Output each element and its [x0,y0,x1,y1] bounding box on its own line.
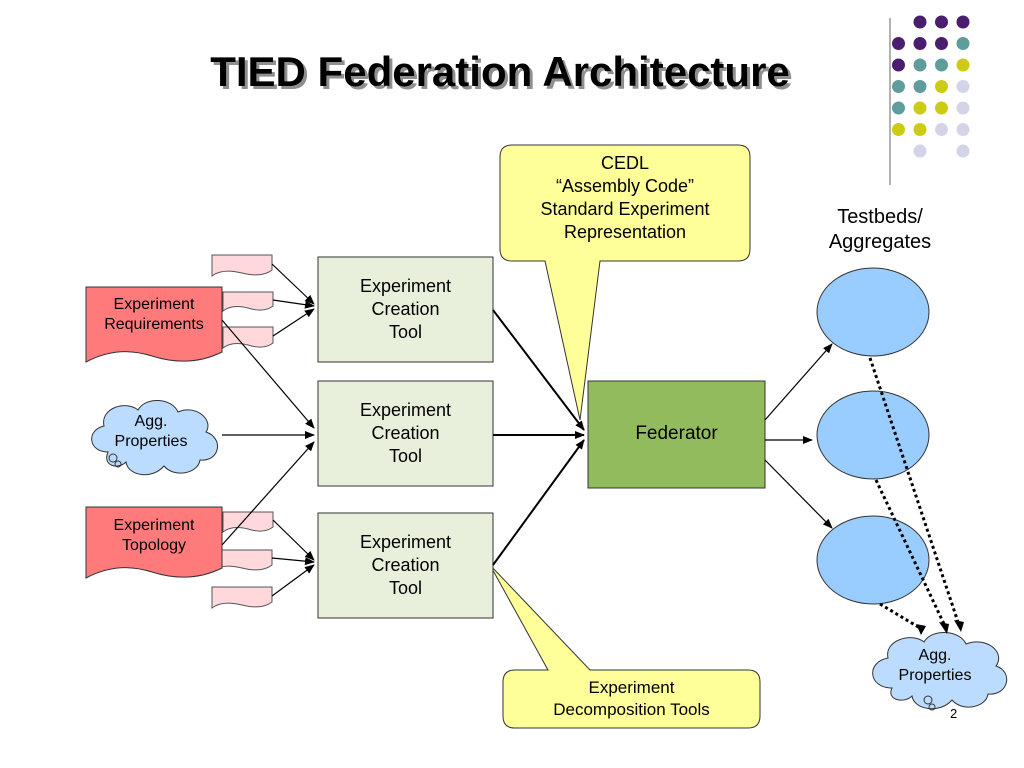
decorative-dot [935,101,948,115]
tool-1-line1: Experiment [359,276,452,296]
decorative-dot [935,58,948,72]
decorative-dot [935,37,948,50]
cedl-line1: CEDL [600,153,649,173]
tool-2-line2: Creation [371,423,440,443]
decorative-dot [892,37,905,50]
tool-2-line3: Tool [388,446,423,466]
slide-number: 2 [950,706,958,721]
experiment-requirements-shape [85,286,223,363]
decorative-dot [892,80,905,93]
testbeds-label: Testbeds/ Aggregates [800,205,960,255]
testbed-to-agg-dotted-arrows [868,357,960,630]
decorative-dot [956,37,970,50]
decorative-dot [935,80,948,93]
creation-tool-label-3: Experiment Creation Tool [318,531,493,600]
creation-tool-box-1 [317,256,494,363]
decorative-dot [956,15,970,29]
experiment-topology-line1: Experiment [113,517,195,534]
decorative-dot [935,15,948,29]
tool-to-federator-arrows [492,309,585,566]
dotted-arrow-heads [916,620,964,635]
tool-3-line2: Creation [371,555,440,575]
cloud-tail-dot [928,703,936,711]
decorative-dot [913,123,927,136]
decorative-dot [892,58,905,72]
slide-title: TIED Federation Architecture [210,48,790,95]
agg-properties-left-label: Agg. Properties [96,412,206,452]
experiment-topology-label: Experiment Topology [86,516,222,556]
experiment-requirements-label: Experiment Requirements [86,295,222,335]
creation-tool-label-2: Experiment Creation Tool [318,399,493,468]
testbed-ellipse-3 [816,515,930,605]
decorative-dot [956,123,970,136]
tool-2-line1: Experiment [359,400,452,420]
federator-box [587,380,766,489]
agg-properties-cloud-right [872,632,1008,710]
testbeds-line1: Testbeds/ [837,206,923,228]
cloud-tail-dot [114,460,122,468]
testbed-ellipse-2 [816,390,930,480]
cedl-callout-text: CEDL “Assembly Code” Standard Experiment… [500,152,750,244]
agg-properties-right-label: Agg. Properties [880,646,990,686]
decorative-dot [913,58,927,72]
decomposition-line1: Experiment [588,678,675,697]
cedl-line3: Standard Experiment [540,199,710,219]
creation-tool-box-2 [317,380,494,487]
cloud-tail-dot [923,695,933,705]
decorative-dot [956,58,970,72]
experiment-topology-line2: Topology [121,537,187,554]
tool-1-line2: Creation [371,299,440,319]
cloud-tail-dot [108,453,118,463]
decorative-dot [913,37,927,50]
input-doc-stack-top [211,254,274,350]
decorative-dot [935,123,948,136]
agg-properties-left-line2: Properties [114,433,188,450]
cedl-line2: “Assembly Code” [555,176,695,196]
experiment-topology-shape [85,506,223,579]
agg-properties-right-line1: Agg. [918,647,952,664]
tool-1-line3: Tool [388,322,423,342]
experiment-requirements-line1: Experiment [113,296,195,313]
experiment-requirements-line2: Requirements [104,316,204,333]
testbed-ellipse-1 [816,267,930,357]
cedl-line4: Representation [563,222,687,242]
decomposition-callout-text: Experiment Decomposition Tools [503,677,760,721]
agg-properties-cloud-left [91,400,218,476]
federator-to-testbed-arrows [764,343,833,529]
agg-properties-right-line2: Properties [898,667,972,684]
input-doc-stack-bottom [211,511,274,610]
decorative-dot [913,144,927,158]
cedl-callout-shape [499,144,751,421]
decomposition-callout-shape [489,564,761,729]
decomposition-line2: Decomposition Tools [553,700,710,719]
decorative-dot [956,101,970,115]
decorative-dot [892,123,905,136]
tool-3-line3: Tool [388,578,423,598]
input-arrows [221,263,315,597]
federator-label: Federator [635,423,718,444]
decorative-dot [913,15,927,29]
tool-3-line1: Experiment [359,532,452,552]
decorative-dot [892,101,905,115]
creation-tool-box-3 [317,512,494,619]
testbeds-line2: Aggregates [828,231,932,253]
decorative-dot [913,80,927,93]
decorative-dot [956,144,970,158]
decorative-dot [913,101,927,115]
creation-tool-label-1: Experiment Creation Tool [318,275,493,344]
decorative-dot-grid [892,15,970,158]
decorative-dot [956,80,970,93]
agg-properties-left-line1: Agg. [134,413,168,430]
